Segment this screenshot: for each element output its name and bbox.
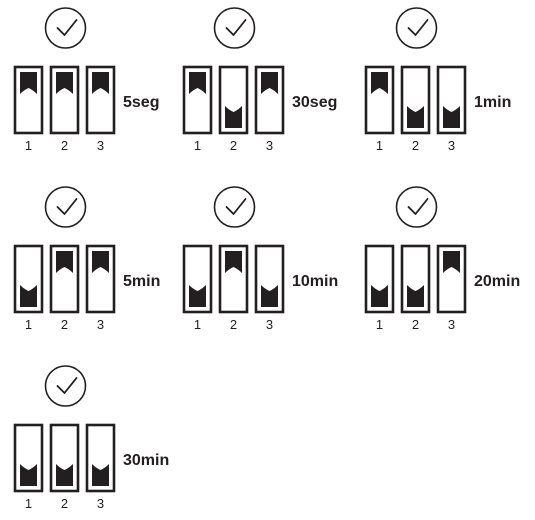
switch-number-label: 2: [61, 138, 68, 153]
dip-switch-2-down: 2: [400, 244, 431, 332]
switch-knob-up: [261, 72, 278, 94]
switch-knob-down: [225, 106, 242, 128]
dip-switch-1-down: 1: [182, 244, 213, 332]
switch-knob-up: [56, 72, 73, 94]
switch-knob-down: [92, 464, 109, 486]
switch-number-label: 1: [376, 317, 383, 332]
clock-icon: [44, 7, 87, 49]
dip-switch-2-down: 2: [400, 65, 431, 153]
switch-knob-up: [20, 72, 37, 94]
switch-number-label: 3: [266, 317, 273, 332]
switch-number-label: 3: [97, 317, 104, 332]
switch-number-label: 2: [61, 317, 68, 332]
clock-icon: [213, 7, 256, 49]
dip-switch-1-down: 1: [13, 244, 44, 332]
dip-switch-1-up: 1: [182, 65, 213, 153]
clock-icon: [44, 186, 87, 228]
switch-number-label: 3: [448, 317, 455, 332]
time-setting-label: 5seg: [123, 94, 159, 111]
switch-knob-up: [371, 72, 388, 94]
dip-switch-1-up: 1: [364, 65, 395, 153]
clock-icon: [395, 186, 438, 228]
switch-number-label: 3: [266, 138, 273, 153]
dip-switch-2-down: 2: [218, 65, 249, 153]
switch-knob-down: [189, 285, 206, 307]
dip-switch-3-down: 3: [85, 423, 116, 511]
switch-number-label: 1: [376, 138, 383, 153]
switch-number-label: 2: [412, 138, 419, 153]
dip-switch-2-up: 2: [49, 65, 80, 153]
switch-number-label: 1: [25, 138, 32, 153]
switch-knob-down: [20, 464, 37, 486]
switch-knob-down: [407, 106, 424, 128]
switch-number-label: 3: [97, 496, 104, 511]
switch-number-label: 2: [61, 496, 68, 511]
switch-number-label: 2: [412, 317, 419, 332]
setting-group-30seg: 1 2 3 30seg: [182, 7, 337, 153]
switch-knob-down: [443, 106, 460, 128]
dip-switch-1-down: 1: [13, 423, 44, 511]
dip-switch-3-up: 3: [254, 65, 285, 153]
switch-knob-up: [92, 72, 109, 94]
switch-knob-up: [56, 251, 73, 273]
switch-knob-up: [443, 251, 460, 273]
dip-switch-1-down: 1: [364, 244, 395, 332]
switch-knob-down: [56, 464, 73, 486]
time-setting-label: 1min: [474, 94, 511, 111]
switch-number-label: 2: [230, 138, 237, 153]
dip-switch-2-up: 2: [49, 244, 80, 332]
setting-group-10min: 1 2 3 10min: [182, 186, 338, 332]
setting-group-5min: 1 2 3 5min: [13, 186, 160, 332]
dip-switch-1-up: 1: [13, 65, 44, 153]
dip-switch-2-up: 2: [218, 244, 249, 332]
switch-number-label: 1: [25, 496, 32, 511]
setting-group-1min: 1 2 3 1min: [364, 7, 511, 153]
switch-knob-down: [20, 285, 37, 307]
switch-knob-down: [371, 285, 388, 307]
switch-number-label: 1: [25, 317, 32, 332]
switch-knob-down: [407, 285, 424, 307]
switch-knob-up: [92, 251, 109, 273]
time-setting-label: 5min: [123, 273, 160, 290]
switch-number-label: 1: [194, 138, 201, 153]
time-setting-label: 30min: [123, 452, 169, 469]
dip-switch-2-down: 2: [49, 423, 80, 511]
dip-switch-3-up: 3: [85, 244, 116, 332]
switch-knob-down: [261, 285, 278, 307]
dip-switch-3-up: 3: [85, 65, 116, 153]
setting-group-30min: 1 2 3 30min: [13, 365, 169, 511]
time-setting-label: 10min: [292, 273, 338, 290]
dip-switch-3-down: 3: [254, 244, 285, 332]
dip-switch-3-up: 3: [436, 244, 467, 332]
clock-icon: [395, 7, 438, 49]
dip-switch-3-down: 3: [436, 65, 467, 153]
clock-icon: [213, 186, 256, 228]
clock-icon: [44, 365, 87, 407]
setting-group-20min: 1 2 3 20min: [364, 186, 520, 332]
time-setting-label: 30seg: [292, 94, 337, 111]
switch-number-label: 3: [97, 138, 104, 153]
switch-number-label: 2: [230, 317, 237, 332]
time-setting-label: 20min: [474, 273, 520, 290]
switch-number-label: 1: [194, 317, 201, 332]
switch-knob-up: [225, 251, 242, 273]
switch-number-label: 3: [448, 138, 455, 153]
setting-group-5seg: 1 2 3 5seg: [13, 7, 159, 153]
switch-knob-up: [189, 72, 206, 94]
